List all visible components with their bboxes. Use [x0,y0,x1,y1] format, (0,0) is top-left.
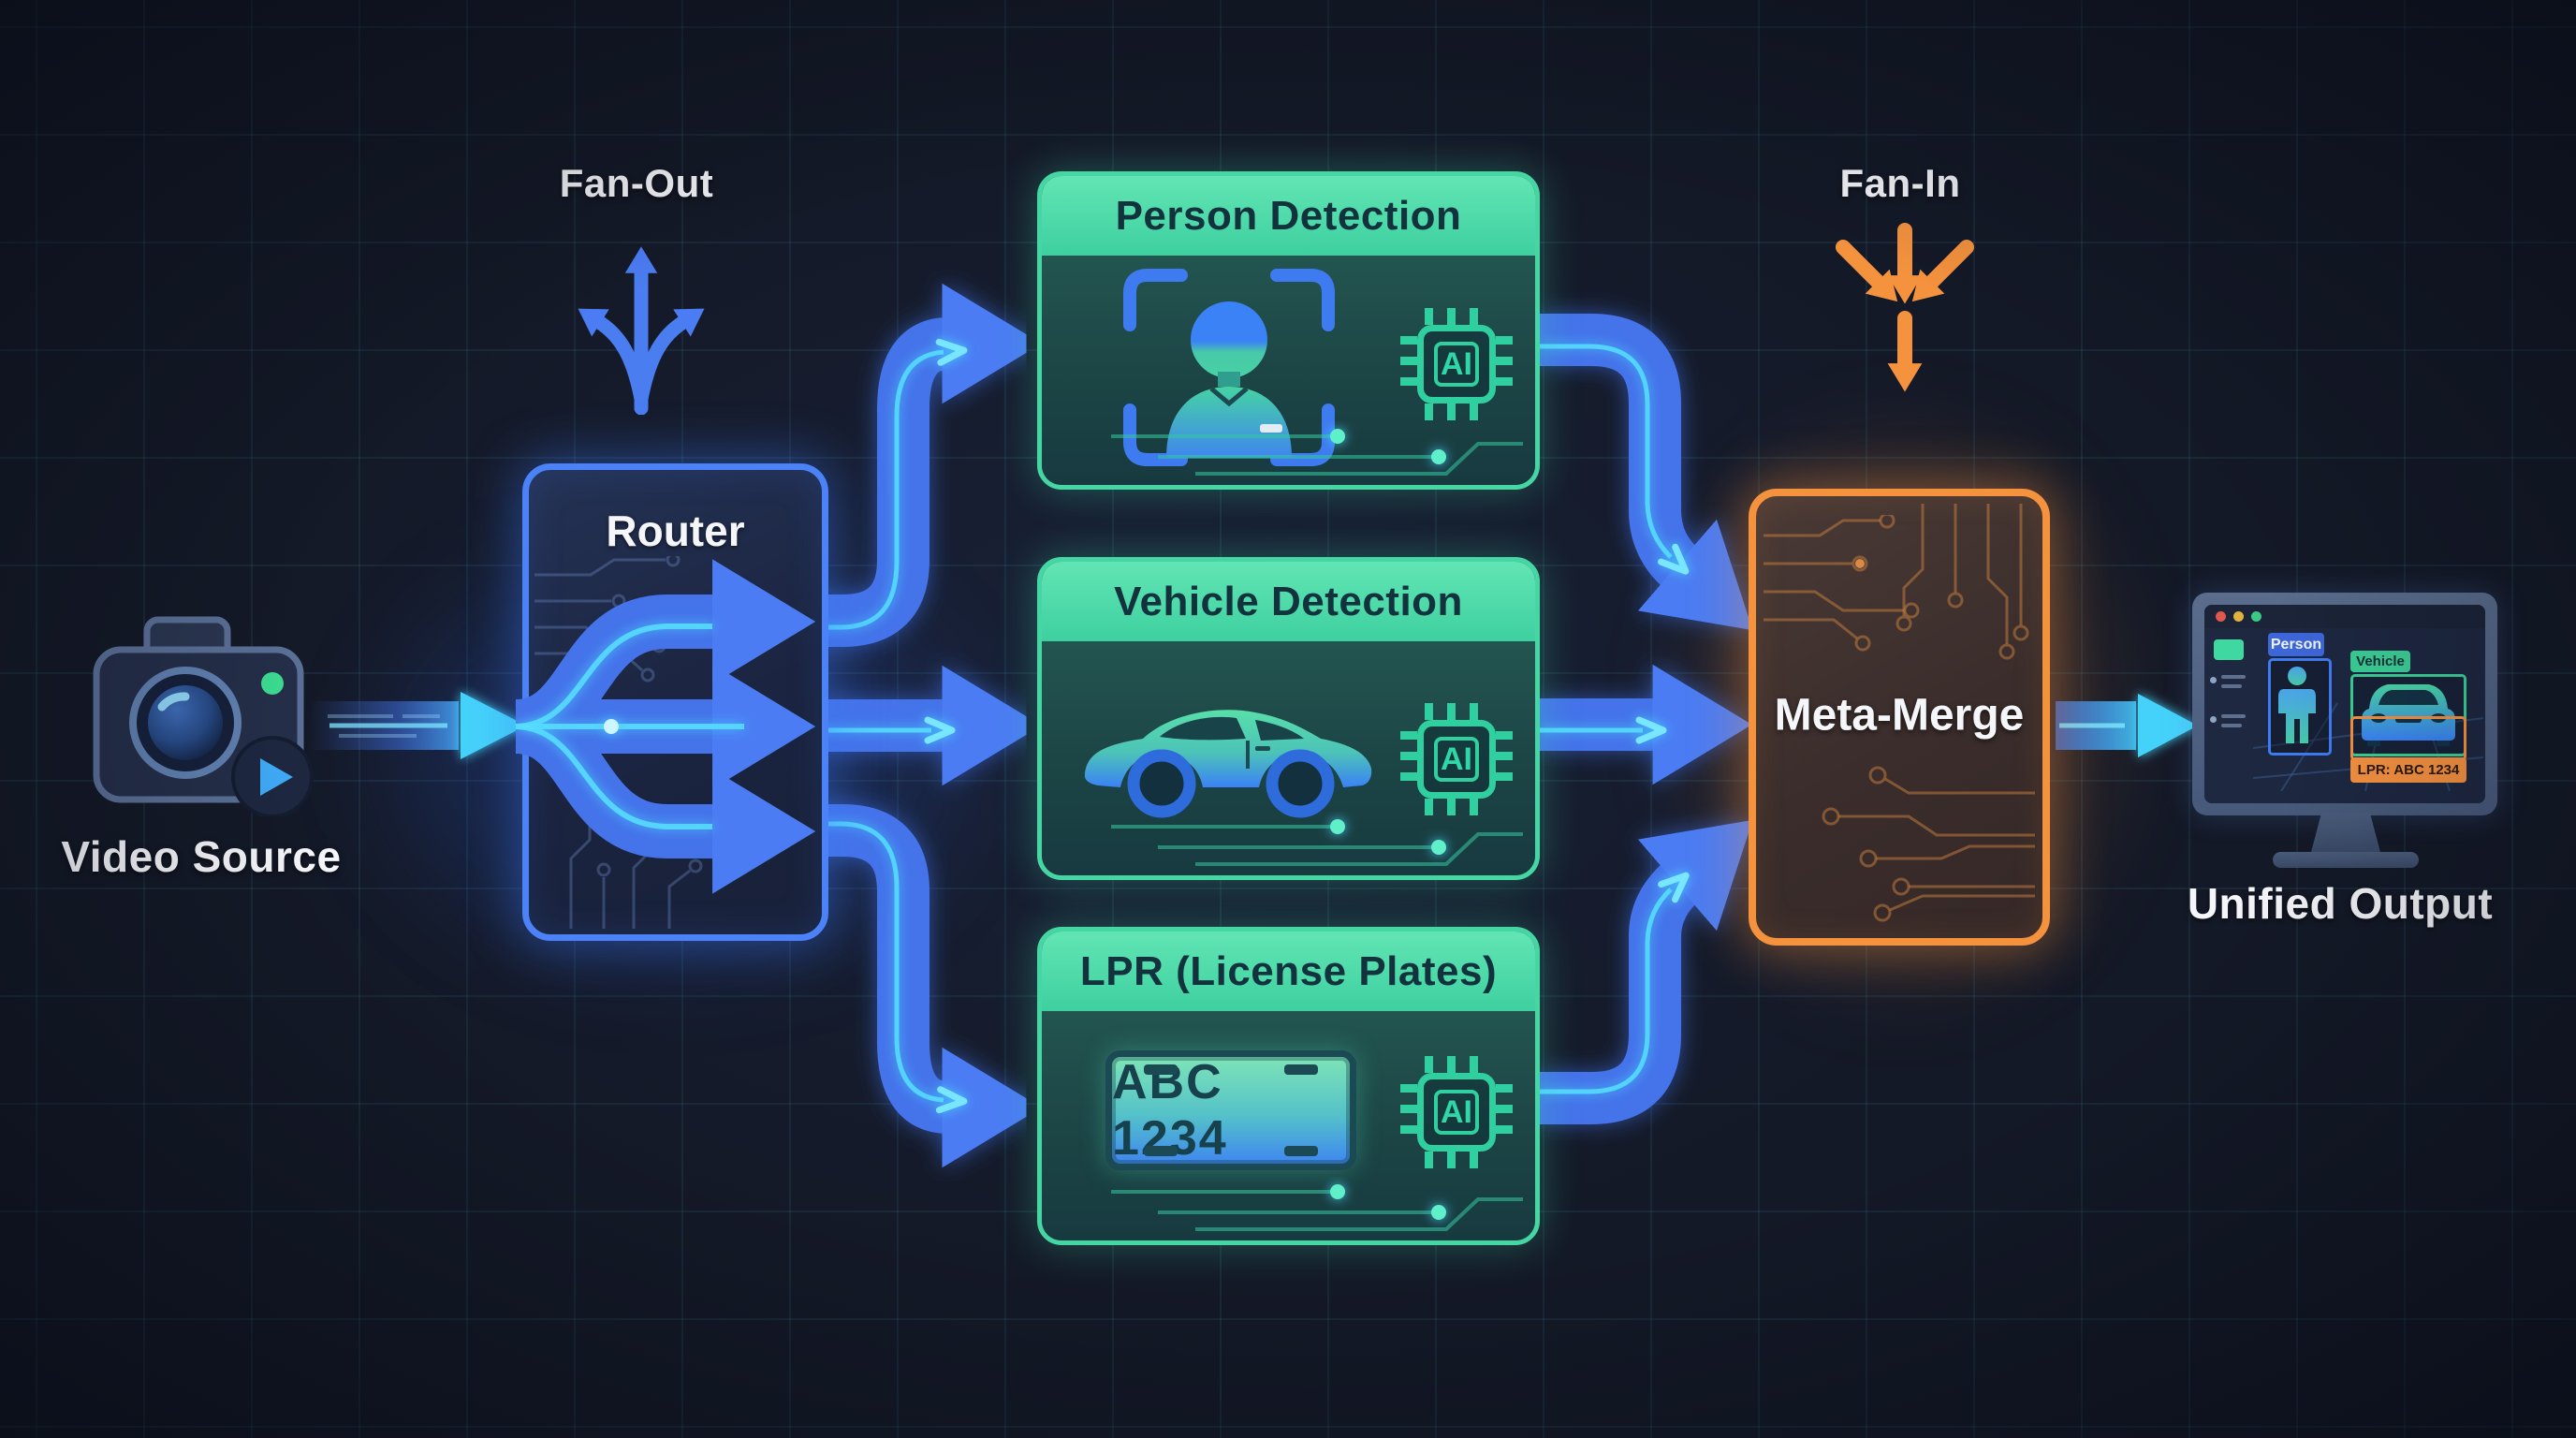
vehicle-tag: Vehicle [2350,651,2410,672]
window-maximize-dot [2251,611,2261,622]
window-sidebar [2204,628,2253,803]
license-plate-text: ABC 1234 [1112,1055,1228,1166]
video-source-label: Video Source [61,832,342,881]
monitor-screen: Person Vehicle [2204,605,2485,803]
ai-chip-icon: AI [1400,308,1513,420]
license-plate-icon: ABC 1234 [1105,1050,1356,1170]
vehicle-bounding-box [2350,674,2466,761]
router-output-pipes [816,283,1042,1168]
sidebar-bullet [2210,716,2217,723]
sidebar-line [2221,724,2242,727]
monitor-stand [2310,813,2381,856]
fan-in-icon [1836,223,1974,392]
sidebar-thumbnail [2214,639,2244,660]
person-in-frame-icon [1123,269,1335,466]
fan-out-label: Fan-Out [559,161,714,205]
lpr-header: LPR (License Plates) [1042,932,1535,1011]
detector-output-pipes [1540,314,1753,1124]
sidebar-line [2221,675,2246,679]
car-icon [1084,710,1372,818]
router-title: Router [606,506,745,555]
person-detection-body: AI [1042,256,1535,485]
arrow-source-to-router [311,692,526,759]
fan-out-icon [578,246,705,415]
circuit-trace-decoration [1822,766,2035,922]
fan-in-label: Fan-In [1839,161,1961,205]
window-close-dot [2216,611,2226,622]
person-detection-node: Person Detection [1037,171,1540,490]
ai-chip-icon: AI [1400,1056,1513,1168]
person-tag: Person [2268,633,2324,656]
lpr-title: LPR (License Plates) [1079,947,1498,994]
output-monitor: Person Vehicle [2192,593,2497,815]
lpr-body: ABC 1234 AI [1042,1011,1535,1240]
circuit-trace-decoration [1111,819,1523,866]
detected-person-glyph [2278,667,2316,743]
sidebar-line [2221,714,2246,718]
vehicle-detection-body: AI [1042,641,1535,875]
router-node: Router [513,463,828,941]
sidebar-line [2221,684,2242,688]
vehicle-detection-header: Vehicle Detection [1042,562,1535,641]
detector-output-streams [1540,344,1690,1094]
circuit-trace-decoration [1895,504,2029,660]
circuit-trace-decoration [1764,515,1920,652]
lpr-bounding-box [2350,716,2466,761]
lpr-node: LPR (License Plates) ABC 1234 AI [1037,927,1540,1245]
unified-output-label: Unified Output [2187,879,2494,928]
person-detection-title: Person Detection [1115,192,1462,239]
detection-canvas: Person Vehicle [2253,628,2485,803]
vehicle-detection-node: Vehicle Detection AI [1037,557,1540,880]
router-output-streams [818,338,968,1114]
vehicle-detection-title: Vehicle Detection [1114,578,1463,624]
router-split-arrow [513,559,816,894]
window-minimize-dot [2233,611,2244,622]
meta-merge-title: Meta-Merge [1774,690,2025,741]
ai-chip-icon: AI [1400,703,1513,815]
window-titlebar [2204,605,2485,628]
sidebar-bullet [2210,677,2217,683]
arrow-merge-to-output [2056,694,2198,757]
person-bounding-box [2268,658,2332,756]
circuit-trace-decoration [1111,429,1523,476]
circuit-trace-decoration [1111,1184,1523,1231]
camera-icon [93,616,314,816]
meta-merge-node: Meta-Merge [1749,489,2050,946]
lpr-tag: LPR: ABC 1234 [2350,757,2466,783]
person-detection-header: Person Detection [1042,176,1535,256]
monitor-base [2273,852,2419,868]
